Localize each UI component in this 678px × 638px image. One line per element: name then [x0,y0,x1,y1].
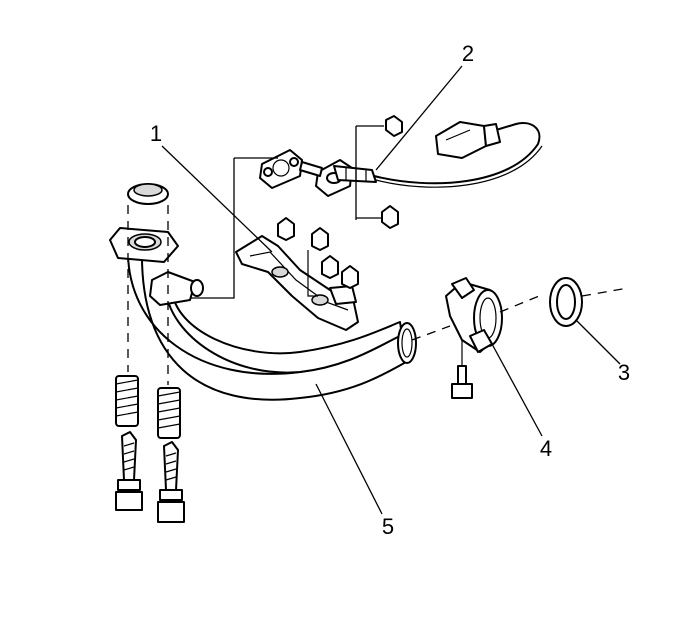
manifold-gasket [259,149,303,189]
centerline [581,287,629,297]
sensor-nut [381,115,403,229]
spring-left [115,375,139,427]
callout-2-leader [375,65,463,171]
callout-5: 5 [382,514,394,539]
callout-4-leader [491,343,543,437]
sensor-nut-bracket [355,125,384,220]
callout-5-leader [315,383,383,515]
exhaust-manifold [235,235,359,331]
callout-3: 3 [618,360,630,385]
callout-1: 1 [150,121,162,146]
oxygen-sensor [299,121,543,197]
spring-right [157,387,181,439]
bolt-left [115,431,143,511]
callout-4: 4 [540,436,552,461]
clamp-bolt [451,365,473,399]
callout-2: 2 [462,41,474,66]
flange-clamp [445,277,503,353]
seal-ring [549,277,583,327]
centerline [411,293,545,341]
manifold-nut [277,217,359,289]
flange-gasket [127,183,169,205]
gasket-leader-line [190,157,278,299]
nut-leader [307,250,318,297]
exhaust-front-pipe [109,227,417,401]
bolt-right [157,441,185,523]
callout-3-leader [575,319,621,365]
callout-1-leader [161,145,273,253]
